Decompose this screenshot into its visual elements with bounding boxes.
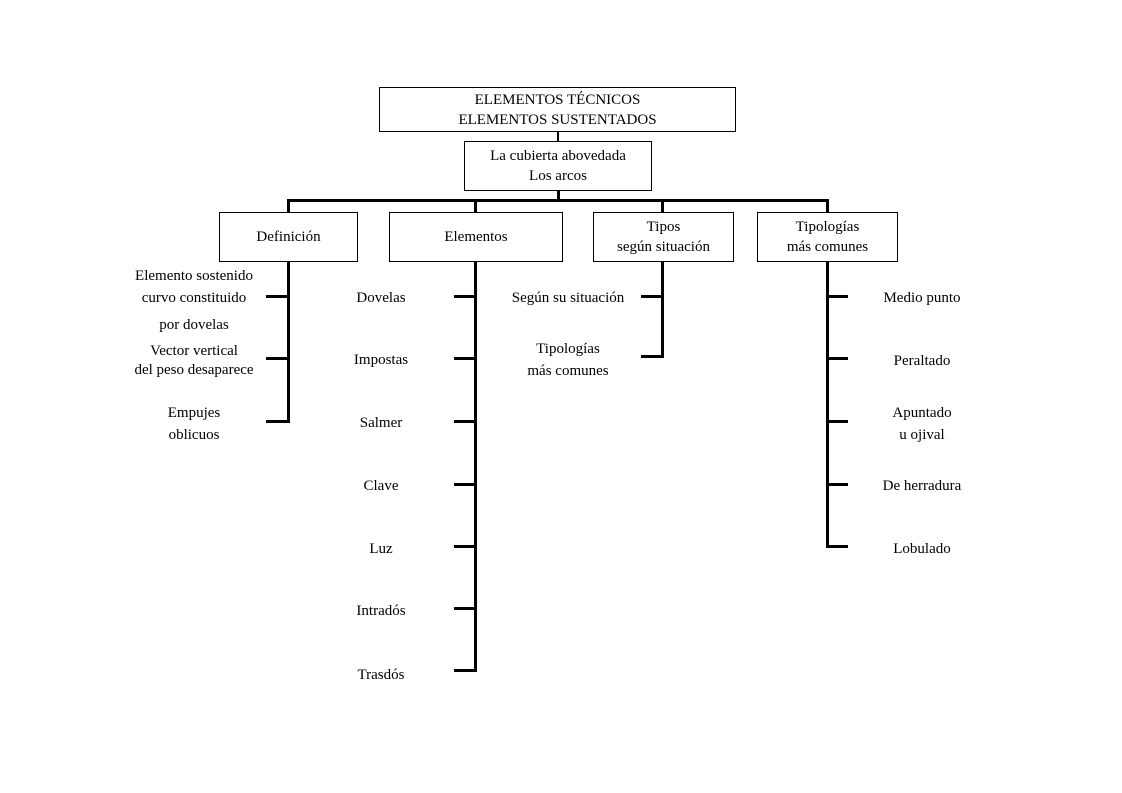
sub-box-line2: Los arcos [529,168,587,184]
top-box-line2: ELEMENTOS SUSTENTADOS [458,111,657,128]
category-definicion-label: Definición [256,229,321,245]
tipologias-tick-3 [827,420,848,423]
definicion-item-3: Vector vertical del peso desaparece [104,342,284,380]
elementos-item-impostas-text: Impostas [353,352,409,368]
definicion-item-1-line1: Elemento sostenido [135,268,253,284]
tipologias-tick-4 [827,483,848,486]
tipologias-item-apuntado-line1: Apuntado [892,405,952,421]
category-tipos-line1: Tipos [646,219,681,235]
elementos-trunk [474,262,477,672]
tipologias-item-herradura: De herradura [852,475,992,497]
definicion-tick-3 [266,420,288,423]
elementos-tick-6 [454,607,475,610]
tipologias-tick-2 [827,357,848,360]
elementos-item-dovelas: Dovelas [330,287,432,309]
bus-drop-elementos [474,199,477,213]
top-box: ELEMENTOS TÉCNICOS ELEMENTOS SUSTENTADOS [379,87,736,132]
category-tipos: Tipos según situación [593,212,734,262]
elementos-item-intrados: Intradós [330,600,432,622]
tipologias-tick-1 [827,295,848,298]
tipos-item-2-line2: más comunes [527,363,609,379]
definicion-item-2: por dovelas [104,314,284,336]
tipologias-item-apuntado: Apuntado u ojival [852,402,992,446]
elementos-item-trasdos-text: Trasdós [357,667,405,683]
bus-drop-definicion [287,199,290,213]
elementos-item-luz-text: Luz [369,541,393,557]
tipologias-item-peraltado: Peraltado [852,350,992,372]
definicion-item-4: Empujes oblicuos [104,402,284,446]
tipos-item-1: Según su situación [490,287,646,309]
definicion-item-4-line2: oblicuos [168,427,220,443]
sub-box-line1: La cubierta abovedada [490,148,626,164]
connector-sub-to-bus [557,191,560,201]
tipos-item-2: Tipologías más comunes [490,338,646,382]
top-box-line1: ELEMENTOS TÉCNICOS [474,91,641,108]
definicion-item-3-line1: Vector vertical [150,343,238,359]
tipos-trunk [661,262,664,358]
elementos-tick-5 [454,545,475,548]
tipologias-item-herradura-text: De herradura [882,478,962,494]
tipologias-item-medio-punto: Medio punto [852,287,992,309]
elementos-tick-2 [454,357,475,360]
elementos-item-dovelas-text: Dovelas [356,290,406,306]
category-elementos: Elementos [389,212,563,262]
tipos-item-1-line1: Según su situación [511,290,625,306]
definicion-trunk [287,262,290,423]
definicion-item-2-line1: por dovelas [159,317,229,333]
category-tipologias: Tipologías más comunes [757,212,898,262]
tipologias-item-medio-punto-text: Medio punto [883,290,961,306]
definicion-item-4-line1: Empujes [167,405,221,421]
connector-top-to-sub [557,132,559,142]
category-tipologias-line2: más comunes [786,239,869,255]
elementos-tick-3 [454,420,475,423]
elementos-item-luz: Luz [330,538,432,560]
elementos-item-intrados-text: Intradós [356,603,406,619]
category-definicion: Definición [219,212,358,262]
tipologias-item-lobulado: Lobulado [852,538,992,560]
tipologias-item-apuntado-line2: u ojival [899,427,945,443]
category-bus [287,199,828,202]
definicion-item-3-line2: del peso desaparece [134,362,254,378]
elementos-tick-1 [454,295,475,298]
tipologias-tick-5 [827,545,848,548]
tipologias-item-lobulado-text: Lobulado [893,541,951,557]
bus-drop-tipos [661,199,664,213]
sub-box: La cubierta abovedada Los arcos [464,141,652,191]
tipos-tick-1 [641,295,662,298]
elementos-item-salmer: Salmer [330,412,432,434]
elementos-item-trasdos: Trasdós [330,664,432,686]
tipologias-item-peraltado-text: Peraltado [893,353,951,369]
elementos-tick-4 [454,483,475,486]
definicion-tick-1 [266,295,288,298]
definicion-item-1: Elemento sostenido curvo constituido [104,265,284,309]
tipologias-trunk [826,262,829,548]
definicion-tick-2 [266,357,288,360]
tipos-tick-2 [641,355,662,358]
elementos-item-clave: Clave [330,475,432,497]
tipos-item-2-line1: Tipologías [536,341,600,357]
elementos-item-salmer-text: Salmer [359,415,403,431]
category-elementos-label: Elementos [444,229,508,245]
category-tipos-line2: según situación [617,239,710,255]
category-tipologias-line1: Tipologías [795,219,860,235]
elementos-tick-7 [454,669,475,672]
elementos-item-impostas: Impostas [330,349,432,371]
bus-drop-tipologias [826,199,829,213]
definicion-item-1-line2: curvo constituido [141,290,247,306]
elementos-item-clave-text: Clave [363,478,399,494]
